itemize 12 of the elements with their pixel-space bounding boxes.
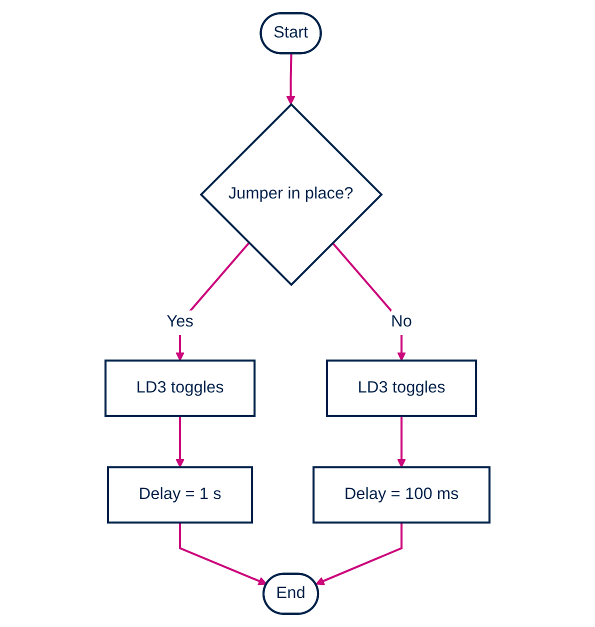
node-diamond: Jumper in place? [200,103,383,286]
edge-label: No [391,313,412,331]
edge-label: Yes [166,313,194,331]
arrow [315,522,403,586]
node-box: Delay = 100 ms [312,466,491,524]
node-box: LD3 toggles [104,360,256,417]
arrow [286,54,296,105]
arrow [179,522,268,586]
arrow [397,416,406,468]
node-box: Delay = 1 s [107,466,254,524]
node-box: LD3 toggles [326,360,478,417]
arrow [176,416,185,468]
